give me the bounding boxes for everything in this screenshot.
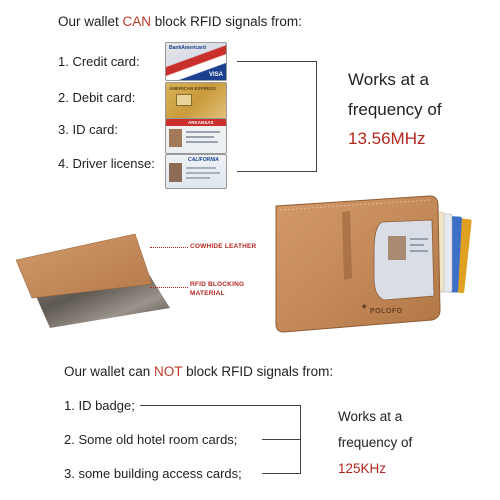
top-heading-can: CAN (122, 14, 152, 29)
debit-card-chip (176, 94, 192, 106)
rfid-label-line2: MATERIAL (190, 290, 225, 297)
driver-license-image: CALIFORNIA (165, 154, 227, 189)
bottom-item-hotel: 2. Some old hotel room cards; (64, 432, 238, 447)
top-item-id: 3. ID card: (58, 122, 118, 137)
wallet-image (275, 195, 472, 333)
wallet-slot (342, 211, 352, 280)
bottom-heading-post: block RFID signals from: (182, 364, 334, 379)
wallet-window-photo (388, 236, 406, 260)
wallet-logo-icon: ✦ (360, 302, 369, 313)
debit-card-brand: AMERICAN EXPRESS (169, 86, 216, 91)
credit-card-brand: VISA (208, 72, 223, 78)
cowhide-label: COWHIDE LEATHER (190, 243, 257, 250)
cowhide-leather-layer (15, 233, 153, 299)
license-state: CALIFORNIA (188, 157, 219, 163)
id-card-state: ARKANSAS (188, 120, 214, 125)
credit-card-image: BankAmericard VISA (165, 42, 227, 81)
bottom-freq-line1: Works at a (338, 409, 403, 424)
top-item-debit: 2. Debit card: (58, 90, 136, 105)
bottom-freq-value: 125KHz (338, 461, 387, 476)
top-heading-post: block RFID signals from: (151, 14, 302, 29)
id-card-photo (169, 129, 182, 147)
top-item-credit: 1. Credit card: (58, 54, 140, 69)
top-freq-line2: frequency of (348, 100, 442, 119)
id-card-image: ARKANSAS (165, 118, 227, 154)
bottom-item-building: 3. some building access cards; (64, 466, 242, 481)
bottom-heading-not: NOT (154, 364, 183, 379)
bottom-heading-pre: Our wallet can (64, 364, 155, 379)
wallet-brand: POLOFO (370, 308, 403, 315)
license-photo (169, 163, 182, 182)
bottom-heading: Our wallet can NOT block RFID signals fr… (64, 364, 333, 379)
debit-card-image: AMERICAN EXPRESS (165, 82, 227, 120)
rfid-label-line1: RFID BLOCKING (190, 281, 245, 288)
top-freq-value: 13.56MHz (348, 129, 426, 148)
bottom-freq-line2: frequency of (338, 435, 413, 450)
top-heading-pre: Our wallet (58, 14, 123, 29)
top-freq-line1: Works at a (348, 70, 429, 89)
layers-illustration (15, 233, 170, 328)
top-heading: Our wallet CAN block RFID signals from: (58, 14, 302, 29)
bottom-item-badge: 1. ID badge; (64, 398, 135, 413)
top-item-license: 4. Driver license: (58, 156, 155, 171)
credit-card-bank: BankAmericard (169, 45, 206, 51)
